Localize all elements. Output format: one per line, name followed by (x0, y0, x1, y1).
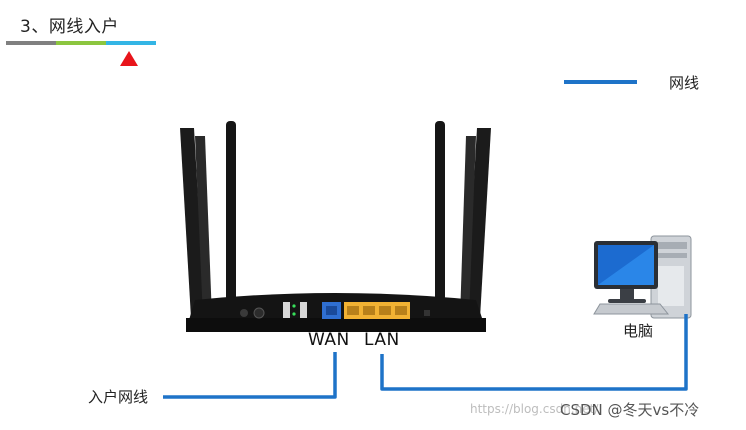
pointer-triangle-icon (120, 51, 138, 66)
incoming-cable-label: 入户网线 (88, 388, 149, 406)
lan-ports (344, 302, 410, 319)
watermark-url: https://blog.csdn.net/ (470, 402, 599, 416)
lan-to-pc-cable (380, 314, 688, 391)
wan-label: WAN (308, 330, 350, 350)
step-bar-cyan (106, 41, 156, 45)
router-icon (180, 121, 491, 332)
computer-icon (593, 235, 692, 319)
legend-cable-swatch (564, 80, 637, 84)
page-title: 3、网线入户 (20, 17, 119, 37)
incoming-cable (163, 352, 337, 399)
step-bar-gray (6, 41, 56, 45)
cable-lines (163, 314, 688, 399)
legend-label: 网线 (669, 74, 700, 92)
step-bar-green (56, 41, 106, 45)
computer-label: 电脑 (623, 322, 654, 340)
watermark-brand: CSDN @冬天vs不冷 (560, 401, 700, 419)
lan-label: LAN (364, 330, 400, 350)
